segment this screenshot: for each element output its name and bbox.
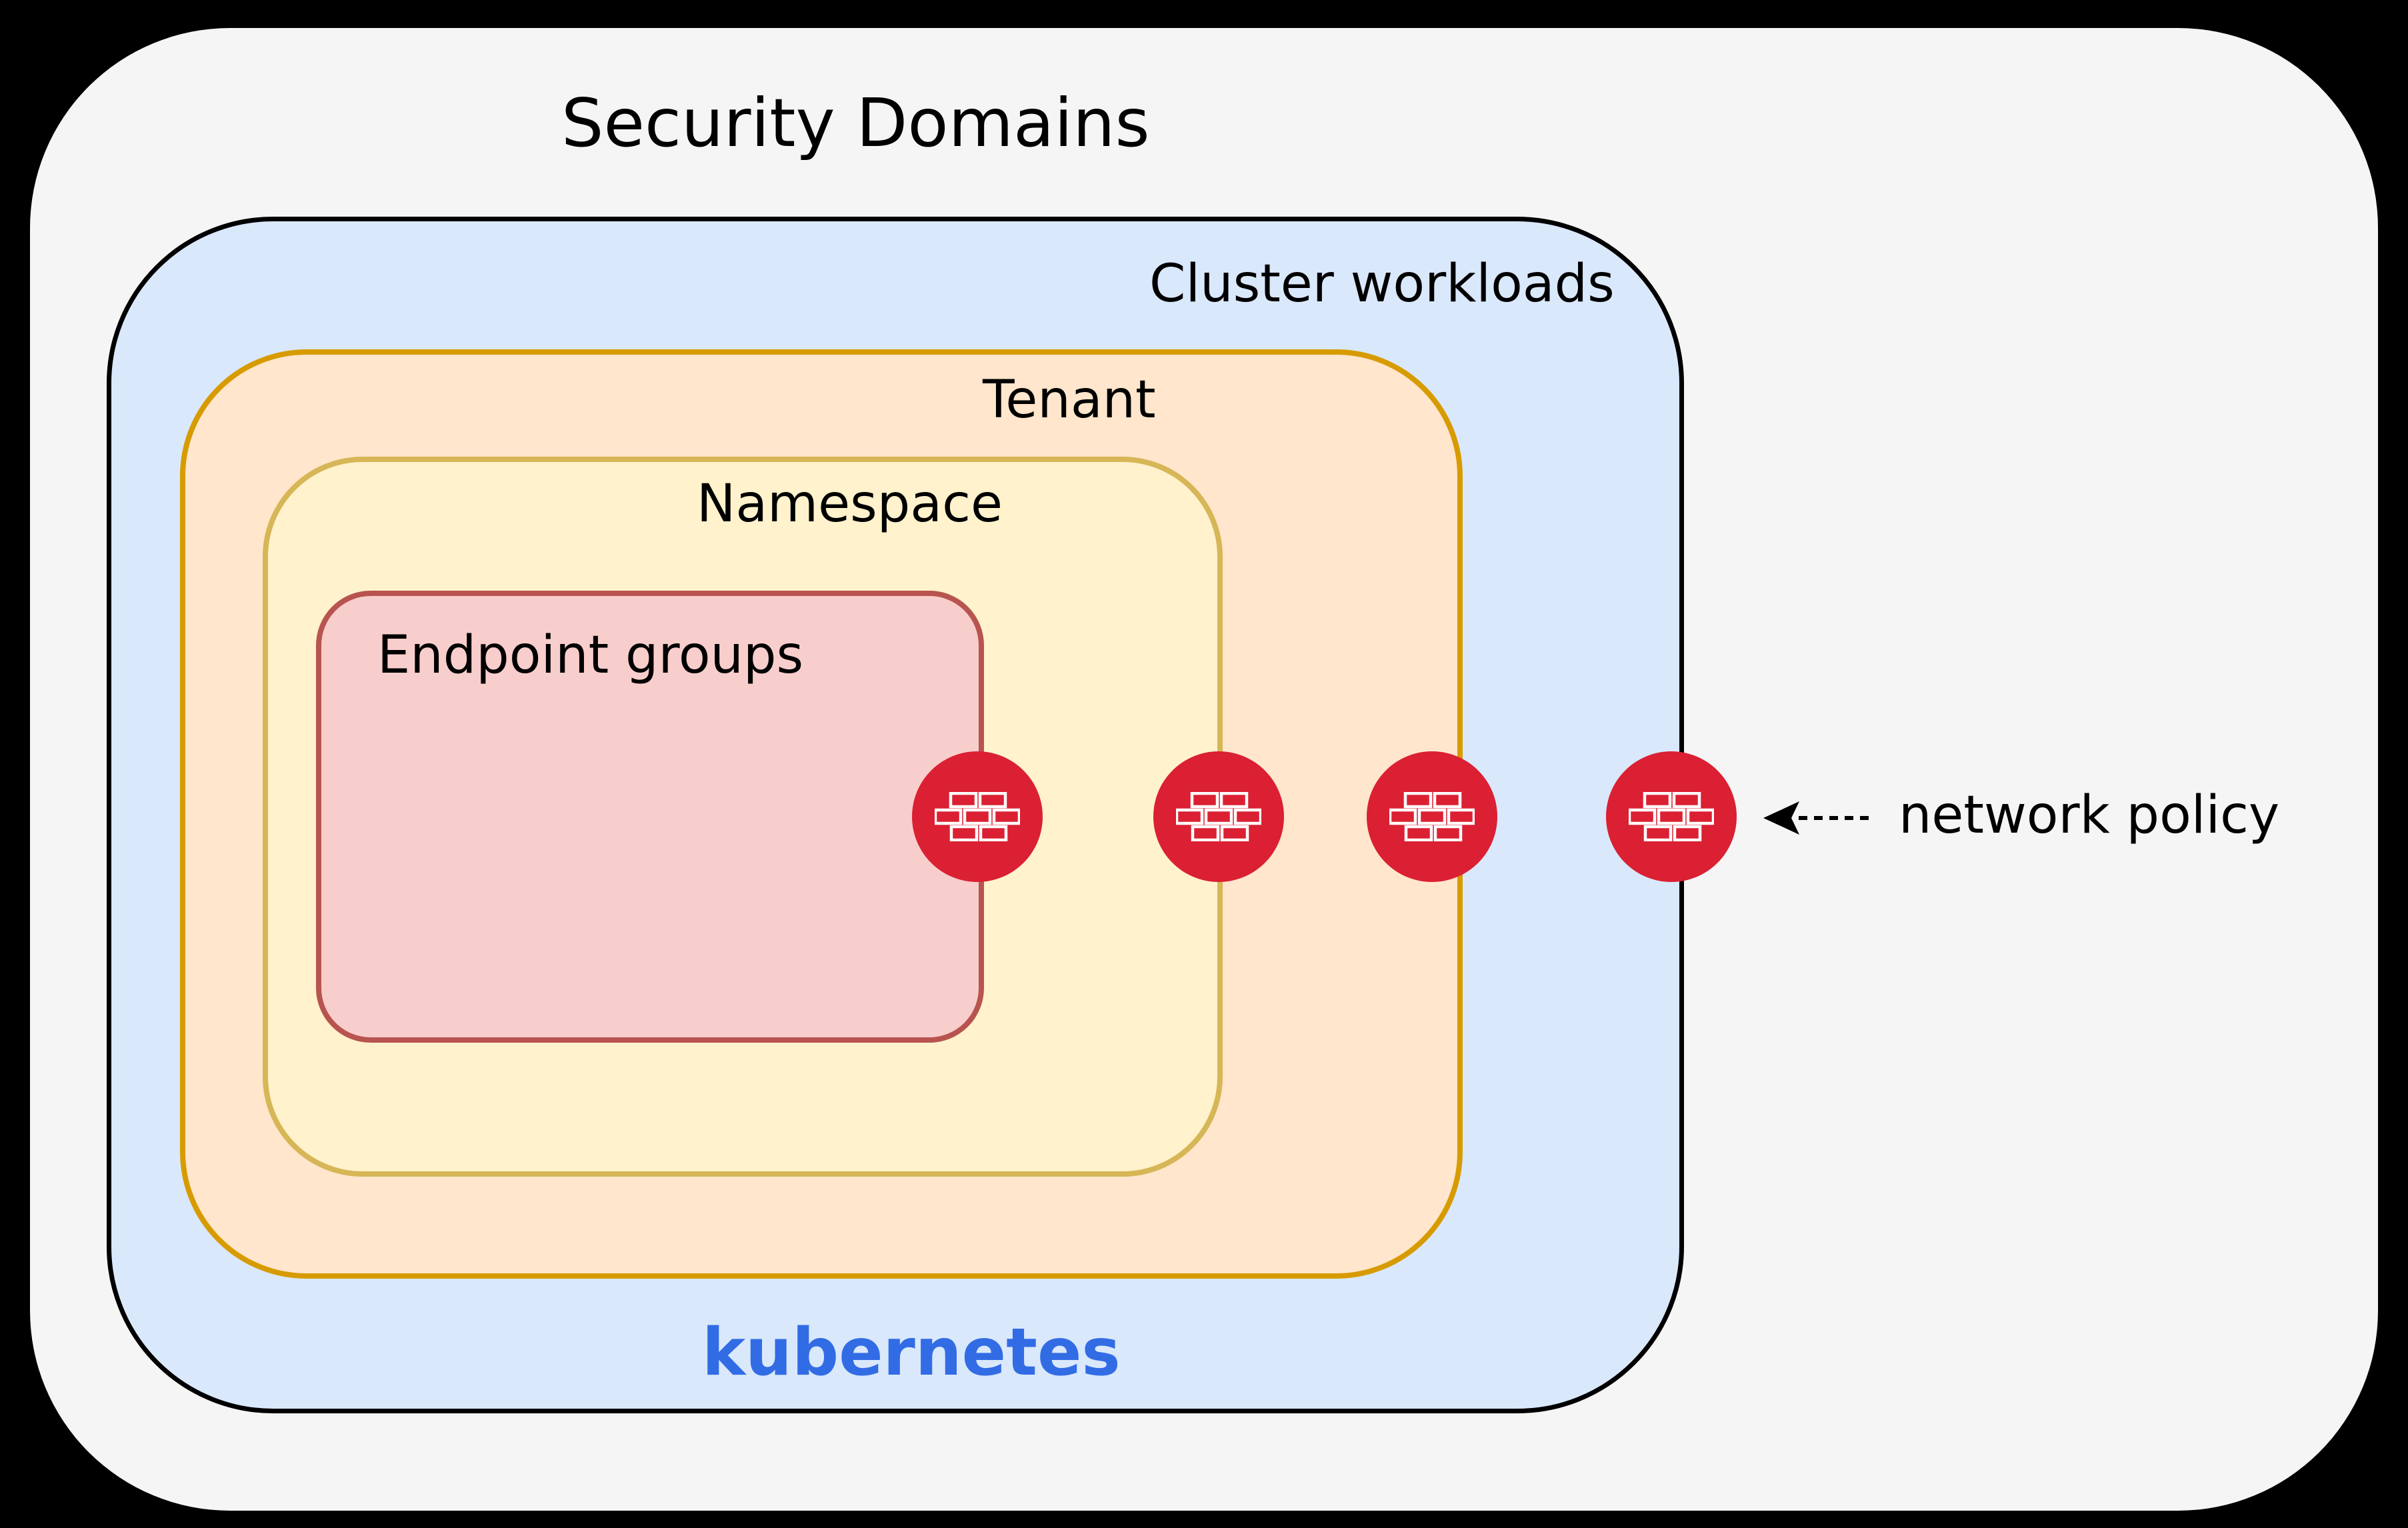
- domain-label-tenant: Tenant: [983, 370, 1156, 430]
- domain-label-cluster-workloads: Cluster workloads: [1149, 254, 1615, 314]
- domain-box-endpoint-groups: [316, 591, 984, 1043]
- firewall-brick-wall-icon: [1176, 792, 1261, 841]
- domain-label-endpoint-groups: Endpoint groups: [377, 625, 804, 685]
- kubernetes-label: kubernetes: [702, 1315, 1121, 1391]
- firewall-marker-endpoint-boundary: [912, 751, 1043, 882]
- domain-label-namespace: Namespace: [697, 474, 1003, 534]
- network-policy-annotation: network policy: [1899, 785, 2280, 845]
- firewall-marker-namespace-boundary: [1153, 751, 1284, 882]
- firewall-marker-cluster-boundary: [1606, 751, 1737, 882]
- firewall-brick-wall-icon: [1389, 792, 1475, 841]
- diagram-title: Security Domains: [561, 84, 1150, 162]
- firewall-brick-wall-icon: [935, 792, 1020, 841]
- firewall-marker-tenant-boundary: [1367, 751, 1497, 882]
- firewall-brick-wall-icon: [1629, 792, 1714, 841]
